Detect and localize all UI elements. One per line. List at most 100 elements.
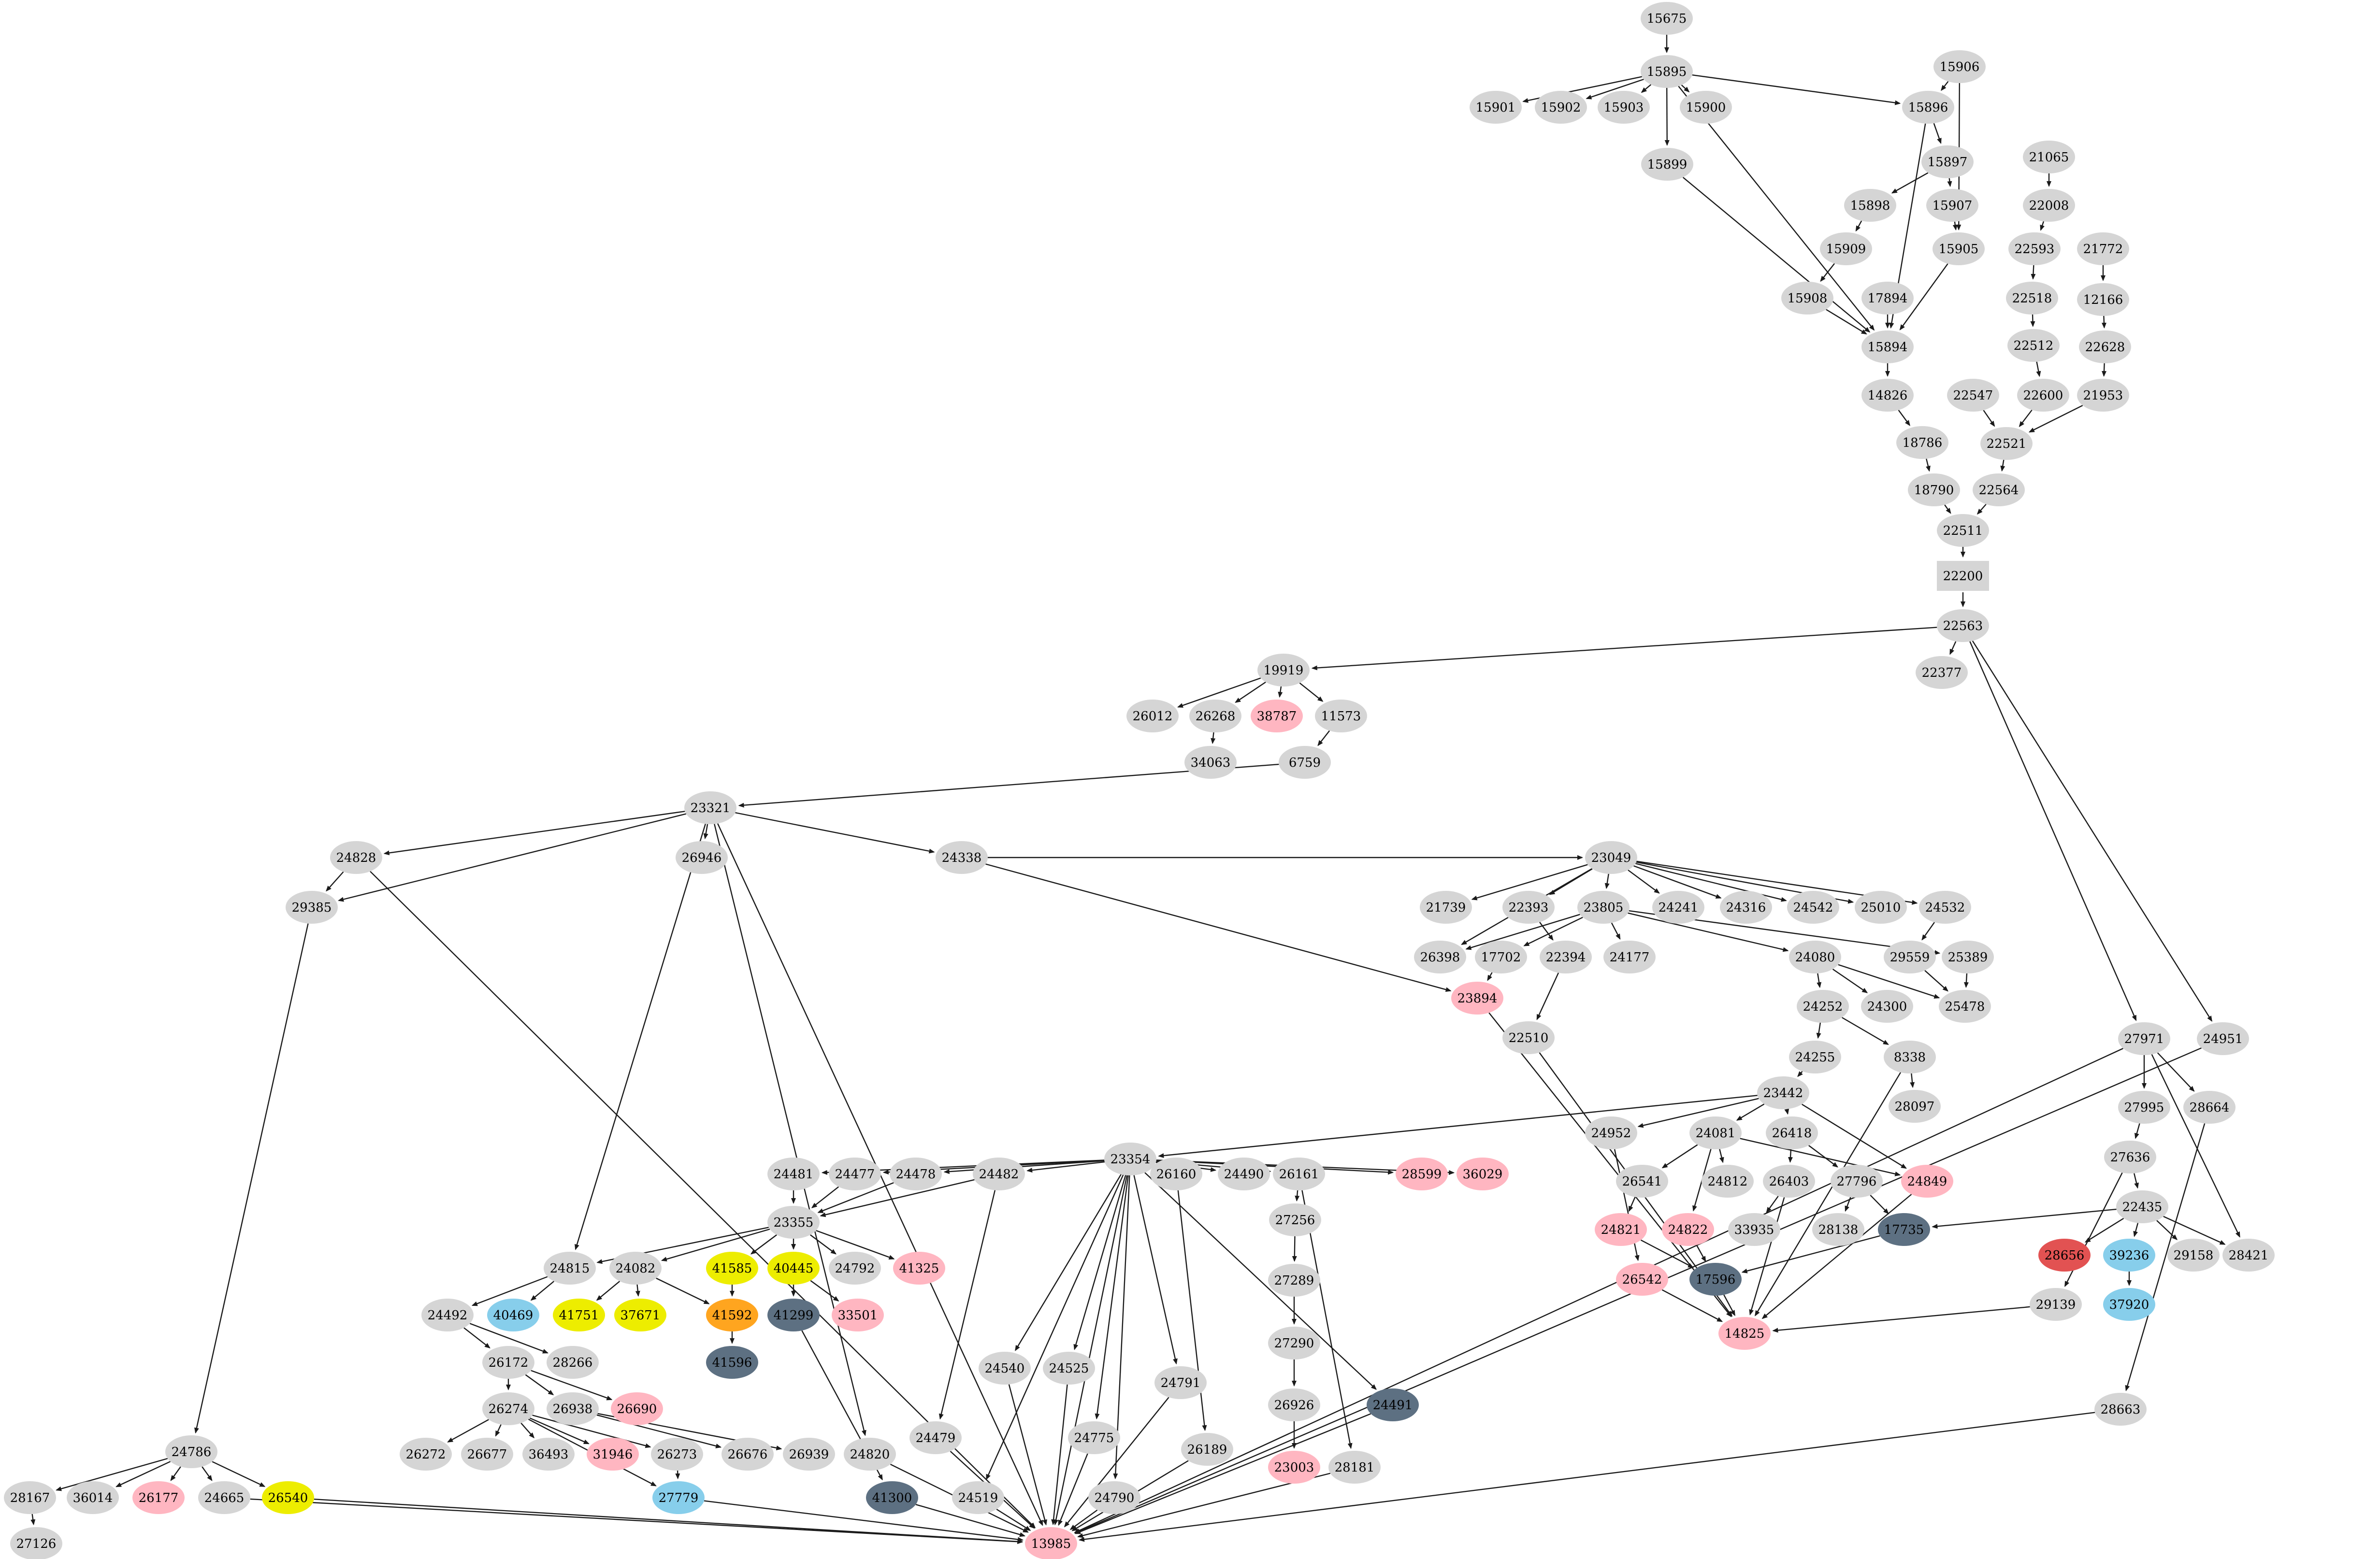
graph-node-24812: 24812 (1702, 1165, 1754, 1198)
graph-edge-15907-15905 (1952, 221, 1958, 231)
node-ellipse-shape (1598, 91, 1650, 124)
graph-node-23442: 23442 (1757, 1076, 1809, 1109)
graph-node-24252: 24252 (1797, 990, 1849, 1023)
graph-edge-23321-24820 (714, 824, 866, 1436)
graph-edge-23355-41585 (750, 1234, 777, 1255)
graph-edge-15895-15896 (1692, 74, 1901, 105)
node-ellipse-shape (2038, 1239, 2091, 1272)
graph-node-17894: 17894 (1861, 282, 1914, 315)
node-ellipse-shape (767, 1252, 820, 1285)
node-ellipse-shape (936, 841, 988, 874)
graph-edge-22563-27971 (1969, 641, 2137, 1021)
graph-node-11573: 11573 (1315, 700, 1367, 732)
graph-edge-23442-24952 (1637, 1098, 1759, 1128)
node-ellipse-shape (165, 1435, 217, 1468)
graph-edge-23321-24815 (575, 824, 706, 1250)
graph-edge-24786-28167 (56, 1458, 168, 1491)
graph-edge-24532-29559 (1921, 922, 1935, 941)
node-ellipse-shape (1585, 1116, 1637, 1149)
node-ellipse-shape (1861, 990, 1913, 1023)
graph-edge-24822-17596 (1696, 1244, 1706, 1262)
node-ellipse-shape (1585, 841, 1637, 874)
node-ellipse-shape (1068, 1421, 1120, 1454)
graph-edge-22563-24951 (1972, 640, 2212, 1022)
graph-node-26273: 26273 (651, 1438, 703, 1471)
node-ellipse-shape (1475, 941, 1527, 973)
node-ellipse-shape (706, 1299, 758, 1331)
graph-edge-24786-24665 (202, 1466, 213, 1481)
graph-node-26177: 26177 (132, 1481, 185, 1514)
graph-node-15896: 15896 (1902, 91, 1954, 124)
graph-edge-24080-24300 (1832, 969, 1868, 993)
graph-edge-24080-24252 (1817, 973, 1822, 988)
graph-edge-26172-26938 (525, 1374, 554, 1396)
node-ellipse-shape (461, 1438, 513, 1471)
graph-node-26189: 26189 (1181, 1433, 1233, 1466)
graph-node-17596: 17596 (1689, 1263, 1742, 1296)
graph-edge-23805-24080 (1628, 912, 1789, 952)
node-ellipse-shape (1268, 1327, 1320, 1359)
graph-node-29158: 29158 (2167, 1239, 2220, 1272)
graph-node-26690: 26690 (611, 1392, 663, 1425)
node-ellipse-shape (893, 1252, 945, 1285)
node-ellipse-shape (1901, 1165, 1953, 1198)
node-ellipse-shape (1720, 891, 1772, 924)
node-ellipse-shape (1861, 330, 1914, 363)
graph-node-23894: 23894 (1451, 982, 1503, 1015)
graph-edge-24525-13985 (1051, 1384, 1068, 1526)
node-ellipse-shape (783, 1438, 835, 1471)
node-ellipse-shape (2183, 1091, 2236, 1124)
graph-edge-24081-24849 (1740, 1138, 1901, 1176)
graph-node-26418: 26418 (1766, 1116, 1818, 1149)
graph-edge-24491-13985 (1075, 1413, 1371, 1534)
graph-edge-23805-26398 (1465, 914, 1580, 950)
graph-node-24519: 24519 (952, 1481, 1004, 1514)
graph-edge-15895-15902 (1586, 78, 1644, 100)
graph-node-24665: 24665 (198, 1481, 250, 1514)
node-ellipse-shape (1451, 982, 1503, 1015)
graph-edge-22564-22511 (1976, 503, 1987, 515)
graph-node-13985: 13985 (1025, 1527, 1077, 1559)
node-ellipse-shape (1577, 891, 1630, 924)
graph-edge-27971-13985 (1074, 1048, 2123, 1533)
graph-edge-22512-22600 (2036, 361, 2041, 377)
node-ellipse-shape (890, 1158, 942, 1190)
graph-node-17735: 17735 (1878, 1213, 1930, 1246)
node-ellipse-shape (1831, 1165, 1883, 1198)
graph-node-28097: 28097 (1889, 1090, 1941, 1123)
node-ellipse-shape (651, 1438, 703, 1471)
graph-node-24300: 24300 (1861, 990, 1913, 1023)
node-ellipse-shape (1763, 1165, 1815, 1198)
graph-node-29559: 29559 (1884, 941, 1936, 973)
node-ellipse-shape (1652, 891, 1704, 924)
graph-edge-27995-27636 (2134, 1123, 2140, 1139)
graph-node-26160: 26160 (1150, 1158, 1202, 1190)
graph-node-38787: 38787 (1251, 700, 1303, 732)
node-ellipse-shape (1268, 1388, 1320, 1421)
graph-node-17702: 17702 (1475, 941, 1527, 973)
graph-node-26274: 26274 (482, 1392, 534, 1425)
graph-node-28266: 28266 (547, 1346, 599, 1379)
node-ellipse-shape (522, 1438, 575, 1471)
graph-node-24786: 24786 (165, 1435, 217, 1468)
graph-node-28599: 28599 (1396, 1158, 1448, 1190)
node-ellipse-shape (1025, 1527, 1077, 1559)
graph-edge-19919-26268 (1235, 681, 1266, 703)
node-ellipse-shape (482, 1392, 534, 1425)
graph-edge-28167-27126 (30, 1514, 36, 1526)
graph-edge-26403-14825 (1749, 1197, 1785, 1316)
graph-node-15907: 15907 (1926, 189, 1978, 222)
graph-node-24481: 24481 (767, 1158, 820, 1190)
graph-node-23354: 23354 (1104, 1143, 1156, 1175)
graph-node-26272: 26272 (400, 1438, 452, 1471)
node-ellipse-shape (421, 1299, 474, 1331)
node-ellipse-shape (832, 1299, 884, 1331)
graph-edge-23321-26946 (703, 824, 708, 840)
node-ellipse-shape (1396, 1158, 1448, 1190)
node-ellipse-shape (1257, 654, 1310, 687)
graph-node-39236: 39236 (2103, 1239, 2155, 1272)
graph-edge-24482-23355 (820, 1179, 975, 1217)
graph-node-41299: 41299 (767, 1299, 820, 1331)
node-ellipse-shape (2008, 232, 2061, 265)
